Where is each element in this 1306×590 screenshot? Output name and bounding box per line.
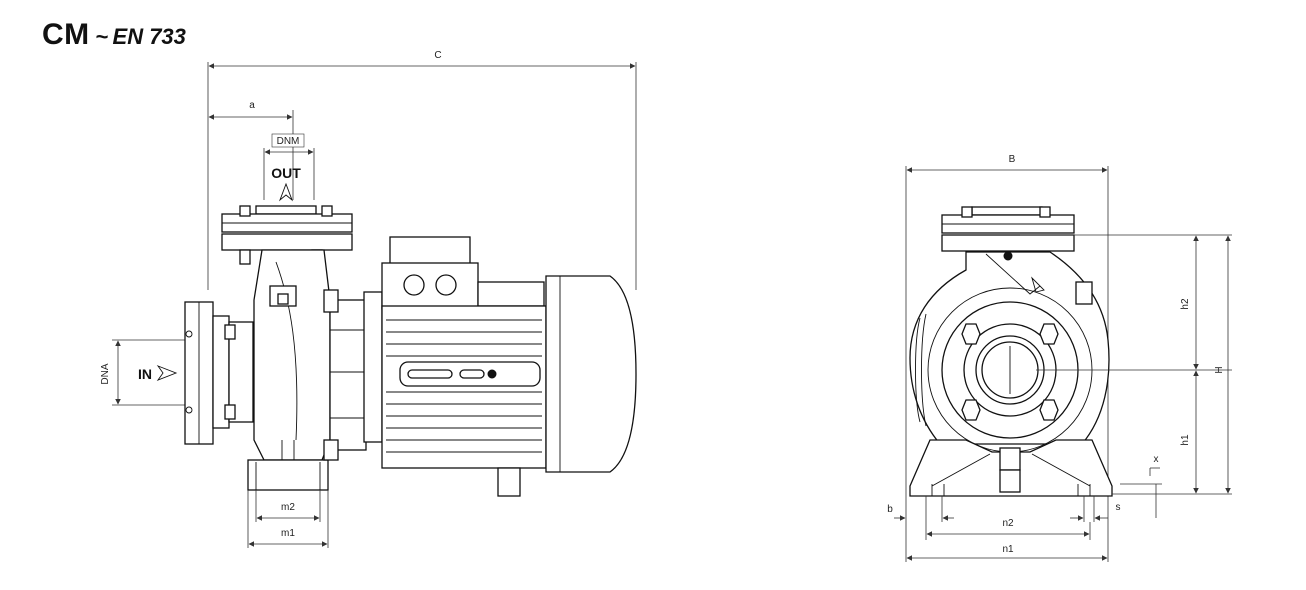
out-label: OUT bbox=[271, 165, 301, 181]
inlet-flange bbox=[184, 301, 254, 445]
dim-h-label: H bbox=[1214, 366, 1225, 373]
dim-h: H bbox=[1214, 235, 1231, 494]
page-title: CM~EN 733 bbox=[42, 18, 186, 52]
dim-n1-label: n1 bbox=[1002, 544, 1014, 555]
dim-n1: n1 bbox=[905, 498, 1109, 562]
in-arrow-icon bbox=[156, 365, 178, 381]
front-outlet-flange bbox=[941, 206, 1075, 252]
title-model: CM bbox=[42, 18, 90, 51]
outlet-flange bbox=[221, 205, 353, 265]
dim-a-label: a bbox=[249, 100, 255, 111]
front-volute bbox=[909, 251, 1110, 453]
title-tilde: ~ bbox=[95, 24, 109, 49]
dim-b-small: b bbox=[887, 496, 954, 522]
dim-h1: h1 bbox=[1180, 370, 1199, 494]
pump-casing bbox=[253, 249, 331, 462]
dim-n2: n2 bbox=[925, 496, 1091, 540]
dim-h2: h2 bbox=[1180, 235, 1199, 370]
dim-b-label: B bbox=[1009, 154, 1016, 165]
fan-cover bbox=[545, 275, 637, 473]
dim-x: x bbox=[1120, 454, 1162, 518]
dim-dna-label: DNA bbox=[100, 363, 111, 384]
terminal-box bbox=[381, 236, 545, 310]
dim-h1-label: h1 bbox=[1180, 434, 1191, 446]
out-arrow-icon bbox=[278, 182, 294, 202]
dim-dnm-label: DNM bbox=[277, 136, 300, 147]
casing-feet bbox=[247, 459, 329, 491]
dim-h2-label: h2 bbox=[1180, 298, 1191, 310]
dim-n2-label: n2 bbox=[1002, 518, 1014, 529]
side-view: C a DNM OUT DNA IN bbox=[100, 50, 637, 548]
dim-m1: m1 bbox=[247, 490, 329, 548]
front-view: B bbox=[887, 154, 1232, 562]
dim-s-label: s bbox=[1116, 502, 1121, 513]
dim-s: s bbox=[1070, 496, 1121, 522]
bearing-bracket bbox=[323, 289, 383, 461]
dim-dna: DNA bbox=[100, 339, 185, 406]
dim-b-width: B bbox=[905, 154, 1109, 498]
front-feet bbox=[909, 439, 1113, 497]
dim-b-small-label: b bbox=[887, 504, 893, 515]
dim-m2-label: m2 bbox=[281, 502, 295, 513]
dim-x-label: x bbox=[1154, 454, 1159, 465]
in-label: IN bbox=[138, 366, 152, 382]
dim-c-label: C bbox=[434, 50, 441, 61]
dim-dnm: DNM bbox=[263, 133, 315, 200]
dim-m2: m2 bbox=[255, 490, 321, 522]
motor-body bbox=[381, 305, 547, 497]
dim-a: a bbox=[208, 100, 294, 200]
title-standard: EN 733 bbox=[112, 24, 186, 49]
dim-m1-label: m1 bbox=[281, 528, 295, 539]
dim-c: C bbox=[207, 50, 637, 290]
